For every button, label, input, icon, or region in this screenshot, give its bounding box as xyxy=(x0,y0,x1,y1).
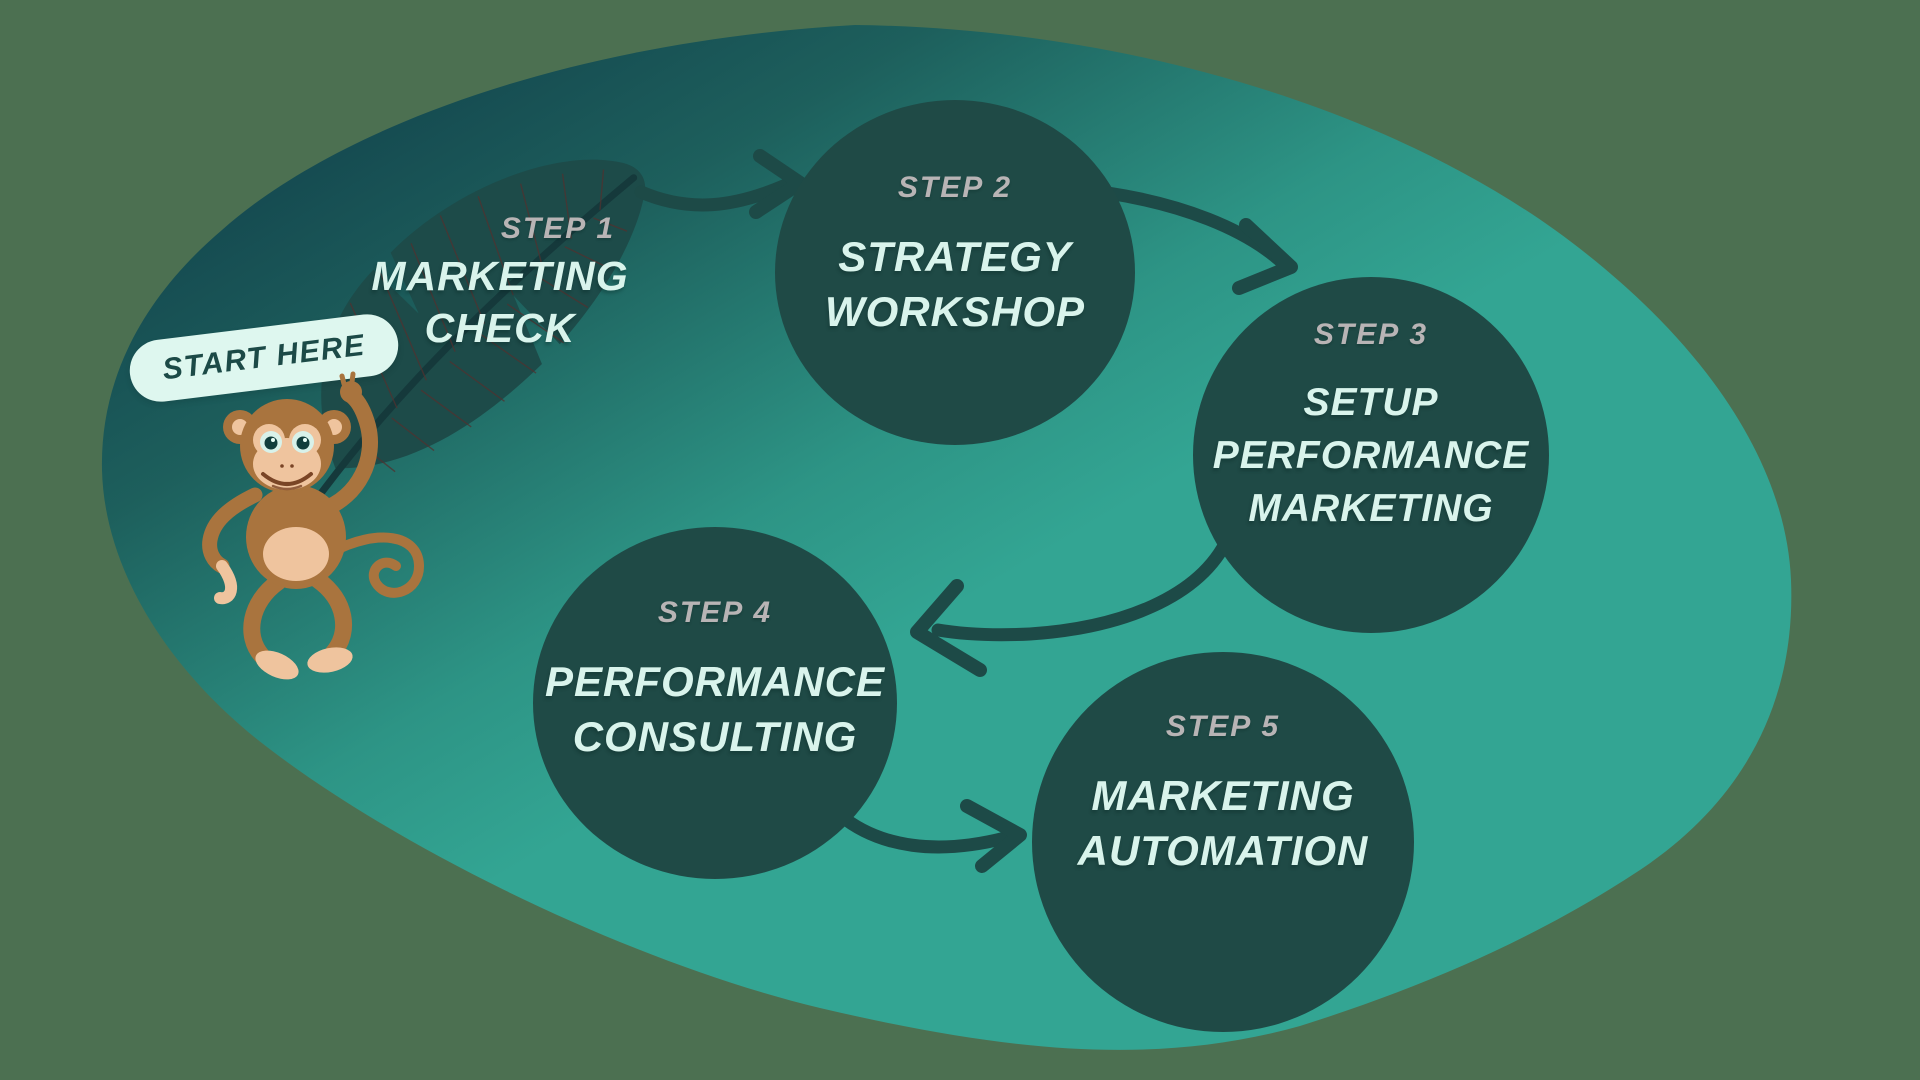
step-4-title-line-2: CONSULTING xyxy=(572,713,858,760)
step-5-label: STEP 5 xyxy=(1165,710,1281,743)
step-2-title-line-2: WORKSHOP xyxy=(825,287,1085,335)
step-1-title-line-1: MARKETING xyxy=(371,253,629,299)
arrow-step4-to-step5-icon xyxy=(833,799,1027,873)
step-5-title-line-2: AUTOMATION xyxy=(1077,827,1369,874)
step-2-title-line-1: STRATEGY xyxy=(838,232,1072,280)
start-here-label: START HERE xyxy=(160,328,368,387)
step-4-label: STEP 4 xyxy=(657,596,773,629)
step-5-title-line-1: MARKETING xyxy=(1091,772,1355,819)
step-3-circle: STEP 3 SETUP PERFORMANCE MARKETING xyxy=(1193,277,1549,633)
step-4-title-line-1: PERFORMANCE xyxy=(544,658,885,705)
step-1-block: STEP 1 MARKETING CHECK xyxy=(340,212,660,354)
step-1-title-line-2: CHECK xyxy=(424,305,576,351)
step-5-circle: STEP 5 MARKETING AUTOMATION xyxy=(1032,652,1414,1032)
step-2-label: STEP 2 xyxy=(897,170,1013,204)
step-2-circle: STEP 2 STRATEGY WORKSHOP xyxy=(775,100,1135,445)
monkey-icon xyxy=(202,371,424,680)
step-3-label: STEP 3 xyxy=(1313,317,1429,351)
arrow-step2-to-step3-icon xyxy=(1101,186,1298,295)
step-3-title-line-1: SETUP xyxy=(1303,380,1439,424)
arrow-step3-to-step4-icon xyxy=(910,531,1235,677)
arrow-step1-to-step2-icon xyxy=(634,149,807,219)
step-3-title-line-3: MARKETING xyxy=(1248,486,1494,530)
step-3-title-line-2: PERFORMANCE xyxy=(1212,433,1530,477)
step-4-circle: STEP 4 PERFORMANCE CONSULTING xyxy=(533,527,897,879)
step-1-label: STEP 1 xyxy=(500,212,616,245)
